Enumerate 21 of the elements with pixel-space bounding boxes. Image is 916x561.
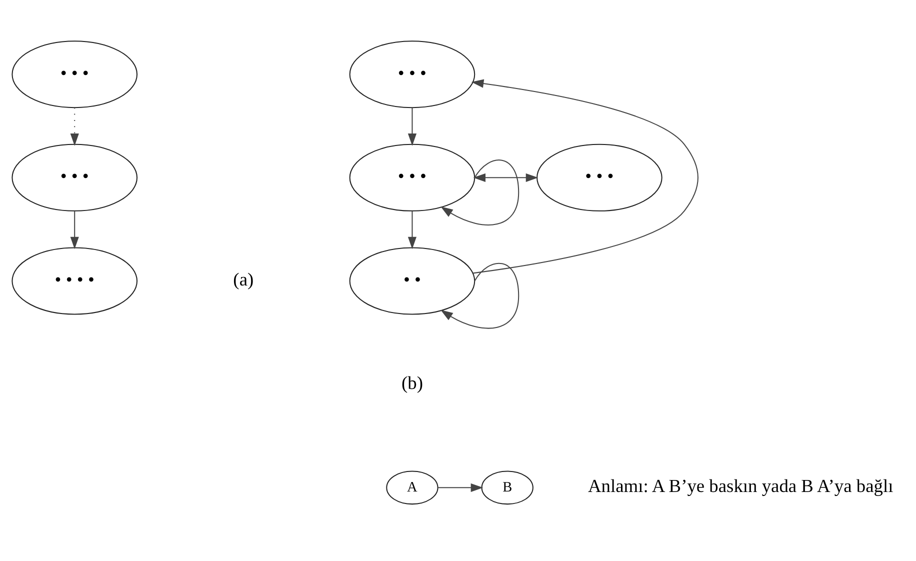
node-ellipse: • • • • bbox=[12, 246, 138, 314]
label: (b) bbox=[401, 372, 423, 392]
node-ellipse: B bbox=[481, 470, 534, 504]
arrow bbox=[471, 78, 698, 274]
arrow bbox=[440, 159, 520, 225]
arrow bbox=[438, 482, 484, 492]
arrow bbox=[70, 210, 79, 249]
node-ellipse: A bbox=[386, 470, 438, 504]
arrow bbox=[70, 107, 79, 146]
label: (a) bbox=[233, 269, 254, 289]
arrow bbox=[408, 210, 417, 249]
node-ellipse: • • bbox=[349, 246, 476, 314]
node-ellipse: • • • bbox=[12, 143, 138, 211]
label: Anlamı: A B’ye baskın yada B A’ya bağlı bbox=[588, 476, 894, 496]
node-ellipse: • • • bbox=[349, 40, 476, 108]
node-ellipse: • • • bbox=[349, 143, 476, 211]
arrow bbox=[440, 262, 520, 328]
arrow bbox=[473, 172, 538, 182]
arrow bbox=[408, 107, 417, 146]
node-ellipse: • • • bbox=[536, 143, 662, 211]
node-ellipse: • • • bbox=[12, 40, 138, 108]
